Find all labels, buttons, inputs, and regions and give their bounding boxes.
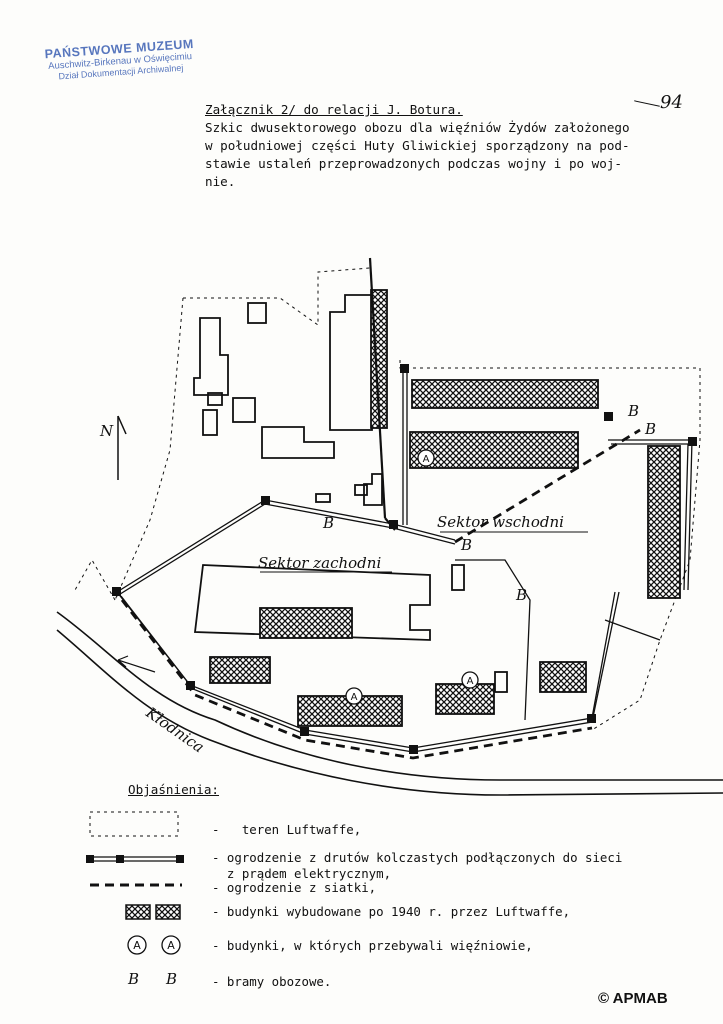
river-label: Kłodnica	[142, 703, 208, 756]
legend-symbol-gate: B B	[127, 970, 177, 988]
old-buildings	[193, 289, 465, 641]
page-number: 94	[660, 92, 683, 113]
gate-label-2: B	[460, 536, 472, 554]
prisoner-markers	[345, 449, 479, 705]
legend-prisoner-label-2: A	[167, 939, 175, 952]
north-arrow: N	[99, 415, 127, 480]
prisoner-marker-label-3: A	[467, 676, 474, 687]
header-line-1: Szkic dwusektorowego obozu dla więźniów …	[205, 120, 630, 135]
legend-symbol-luftwaffe-building	[125, 904, 181, 920]
legend-symbol-prisoner-building	[127, 935, 181, 955]
legend-item-gates: - bramy obozowe.	[212, 974, 332, 989]
prisoner-marker-label-2: A	[351, 692, 358, 703]
legend-item-luftwaffe-area: - teren Luftwaffe,	[212, 822, 362, 837]
river	[56, 611, 723, 796]
mesh-fence	[120, 428, 641, 760]
legend-title: Objaśnienia:	[128, 782, 219, 797]
prisoner-marker-label-1: A	[423, 454, 430, 465]
legend-gate-label-2: B	[165, 970, 177, 988]
gate-label-5: B	[627, 402, 639, 420]
luftwaffe-area-boundary	[74, 267, 701, 731]
legend-item-prisoner-buildings: - budynki, w których przebywali więźniow…	[212, 938, 533, 953]
legend-prisoner-label-1: A	[133, 939, 141, 952]
header-line-3: stawie ustaleń przeprowadzonych podczas …	[205, 156, 623, 171]
gate-label-1: B	[322, 514, 334, 532]
document-header: Załącznik 2/ do relacji J. Botura. Szkic…	[205, 101, 630, 191]
fence-posts	[112, 364, 697, 754]
legend-gate-label-1: B	[127, 970, 139, 988]
north-label: N	[99, 422, 114, 440]
legend-symbol-luftwaffe	[89, 811, 179, 837]
archive-credit: © APMAB	[598, 990, 668, 1007]
legend-item-mesh-fence: - ogrodzenie z siatki,	[212, 880, 377, 895]
gate-label-3: B	[515, 586, 527, 604]
legend-symbols: A A B B	[86, 811, 184, 988]
header-line-2: w południowej części Huty Gliwickiej spo…	[205, 138, 630, 153]
legend-item-luftwaffe-buildings: - budynki wybudowane po 1940 r. przez Lu…	[212, 904, 571, 919]
gate-label-4: B	[644, 420, 656, 438]
luftwaffe-buildings	[209, 379, 681, 727]
legend-item-electric-fence: - ogrodzenie z drutów kolczastych podłąc…	[212, 850, 623, 881]
header-line-4: nie.	[205, 174, 236, 189]
legend-symbol-electric-fence	[86, 855, 184, 863]
sector-east-label: Sektor wschodni	[437, 513, 564, 531]
gate-labels: B B B B B	[322, 402, 656, 604]
sector-west-label: Sektor zachodni	[258, 554, 381, 572]
document-title: Załącznik 2/ do relacji J. Botura.	[205, 102, 463, 117]
